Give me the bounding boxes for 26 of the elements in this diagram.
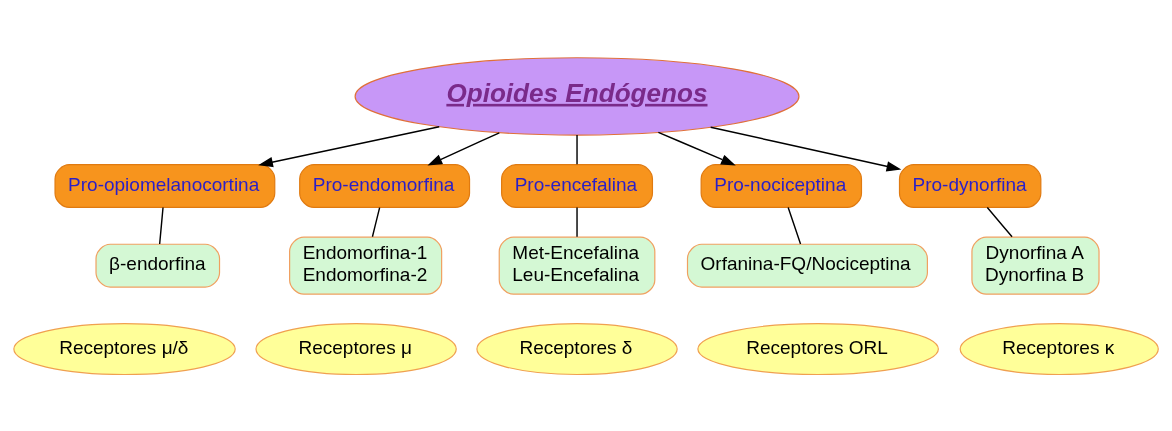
arrow (709, 126, 902, 171)
node-ellipse: Receptores μ (255, 322, 457, 375)
node-box: Pro-nociceptina (700, 163, 863, 208)
node-ellipse: Receptores κ (959, 322, 1159, 375)
connector (576, 206, 578, 237)
arrow (427, 131, 501, 165)
arrow (258, 125, 440, 167)
arrow (657, 131, 736, 165)
node-box: Pro-opiomelanocortina (54, 163, 276, 208)
node-box: Dynorfina A Dynorfina B (971, 236, 1100, 295)
node-ellipse: Receptores δ (476, 322, 678, 375)
node-box: Orfanina-FQ/Nociceptina (686, 243, 928, 288)
connector (787, 206, 802, 245)
connector (158, 206, 164, 245)
connector (576, 133, 578, 165)
node-ellipse: Receptores μ/δ (13, 322, 236, 375)
connector (986, 206, 1013, 237)
node-box: Met-Encefalina Leu-Encefalina (498, 236, 656, 295)
node-box: Pro-encefalina (501, 163, 654, 208)
node-ellipse: Receptores ORL (697, 322, 939, 375)
node-box: β-endorfina (95, 243, 221, 288)
node-ellipse: Opioides Endógenos (354, 56, 800, 136)
node-box: Endomorfina-1 Endomorfina-2 (289, 236, 443, 295)
connector (371, 206, 381, 237)
node-box: Pro-dynorfina (898, 163, 1042, 208)
node-box: Pro-endomorfina (299, 163, 471, 208)
